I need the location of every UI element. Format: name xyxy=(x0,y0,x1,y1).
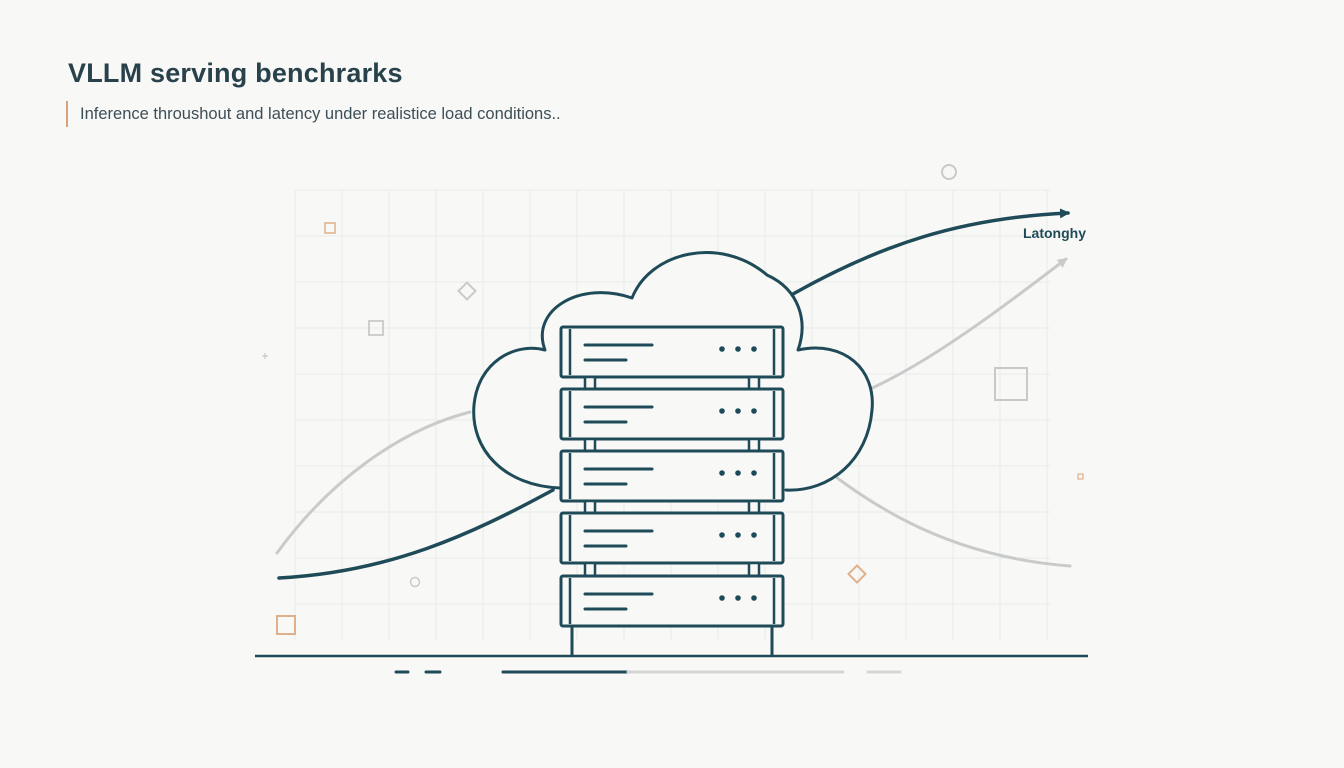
server-unit xyxy=(559,449,785,503)
decor-square xyxy=(1077,473,1084,480)
decor-circle xyxy=(409,576,421,588)
rack-connector xyxy=(583,499,597,515)
server-unit-body xyxy=(559,325,785,379)
page-title: VLLM serving benchrarks xyxy=(68,58,403,88)
rack-connector xyxy=(583,375,597,391)
decor-diamond xyxy=(847,564,867,584)
server-unit xyxy=(559,387,785,441)
rack-connector xyxy=(583,561,597,578)
decorative-shapes xyxy=(262,164,1084,635)
status-led xyxy=(719,408,725,414)
rack-connector xyxy=(747,375,761,391)
status-led xyxy=(751,532,757,538)
server-unit-body xyxy=(559,511,785,565)
rack-connector xyxy=(583,437,597,453)
decor-square xyxy=(324,222,336,234)
status-led xyxy=(735,532,741,538)
status-led xyxy=(719,346,725,352)
status-led xyxy=(751,346,757,352)
rack-connector xyxy=(747,561,761,578)
rack-connector xyxy=(747,437,761,453)
status-led xyxy=(751,595,757,601)
subtitle-accent-bar xyxy=(66,101,68,127)
decor-square xyxy=(994,367,1028,401)
status-led xyxy=(735,470,741,476)
subtitle-block: Inference throushout and latency under r… xyxy=(66,100,561,128)
status-led xyxy=(735,595,741,601)
server-unit xyxy=(559,511,785,565)
curve-label: Latonghy xyxy=(1023,225,1086,241)
rack-connector xyxy=(747,499,761,515)
server-unit-body xyxy=(559,449,785,503)
status-led xyxy=(735,408,741,414)
server-unit-body xyxy=(559,387,785,441)
page-subtitle: Inference throushout and latency under r… xyxy=(80,104,561,123)
decor-square xyxy=(368,320,384,336)
status-led xyxy=(751,470,757,476)
status-led xyxy=(751,408,757,414)
server-rack-icon xyxy=(559,325,785,656)
server-unit xyxy=(559,325,785,379)
decor-circle xyxy=(941,164,957,180)
status-led xyxy=(719,532,725,538)
decor-square xyxy=(276,615,296,635)
status-led xyxy=(719,470,725,476)
decor-plus xyxy=(262,353,268,359)
decor-diamond xyxy=(457,281,477,301)
status-led xyxy=(719,595,725,601)
latency-curve xyxy=(277,213,1068,580)
server-unit-body xyxy=(559,574,785,628)
status-led xyxy=(735,346,741,352)
server-unit xyxy=(559,574,785,628)
